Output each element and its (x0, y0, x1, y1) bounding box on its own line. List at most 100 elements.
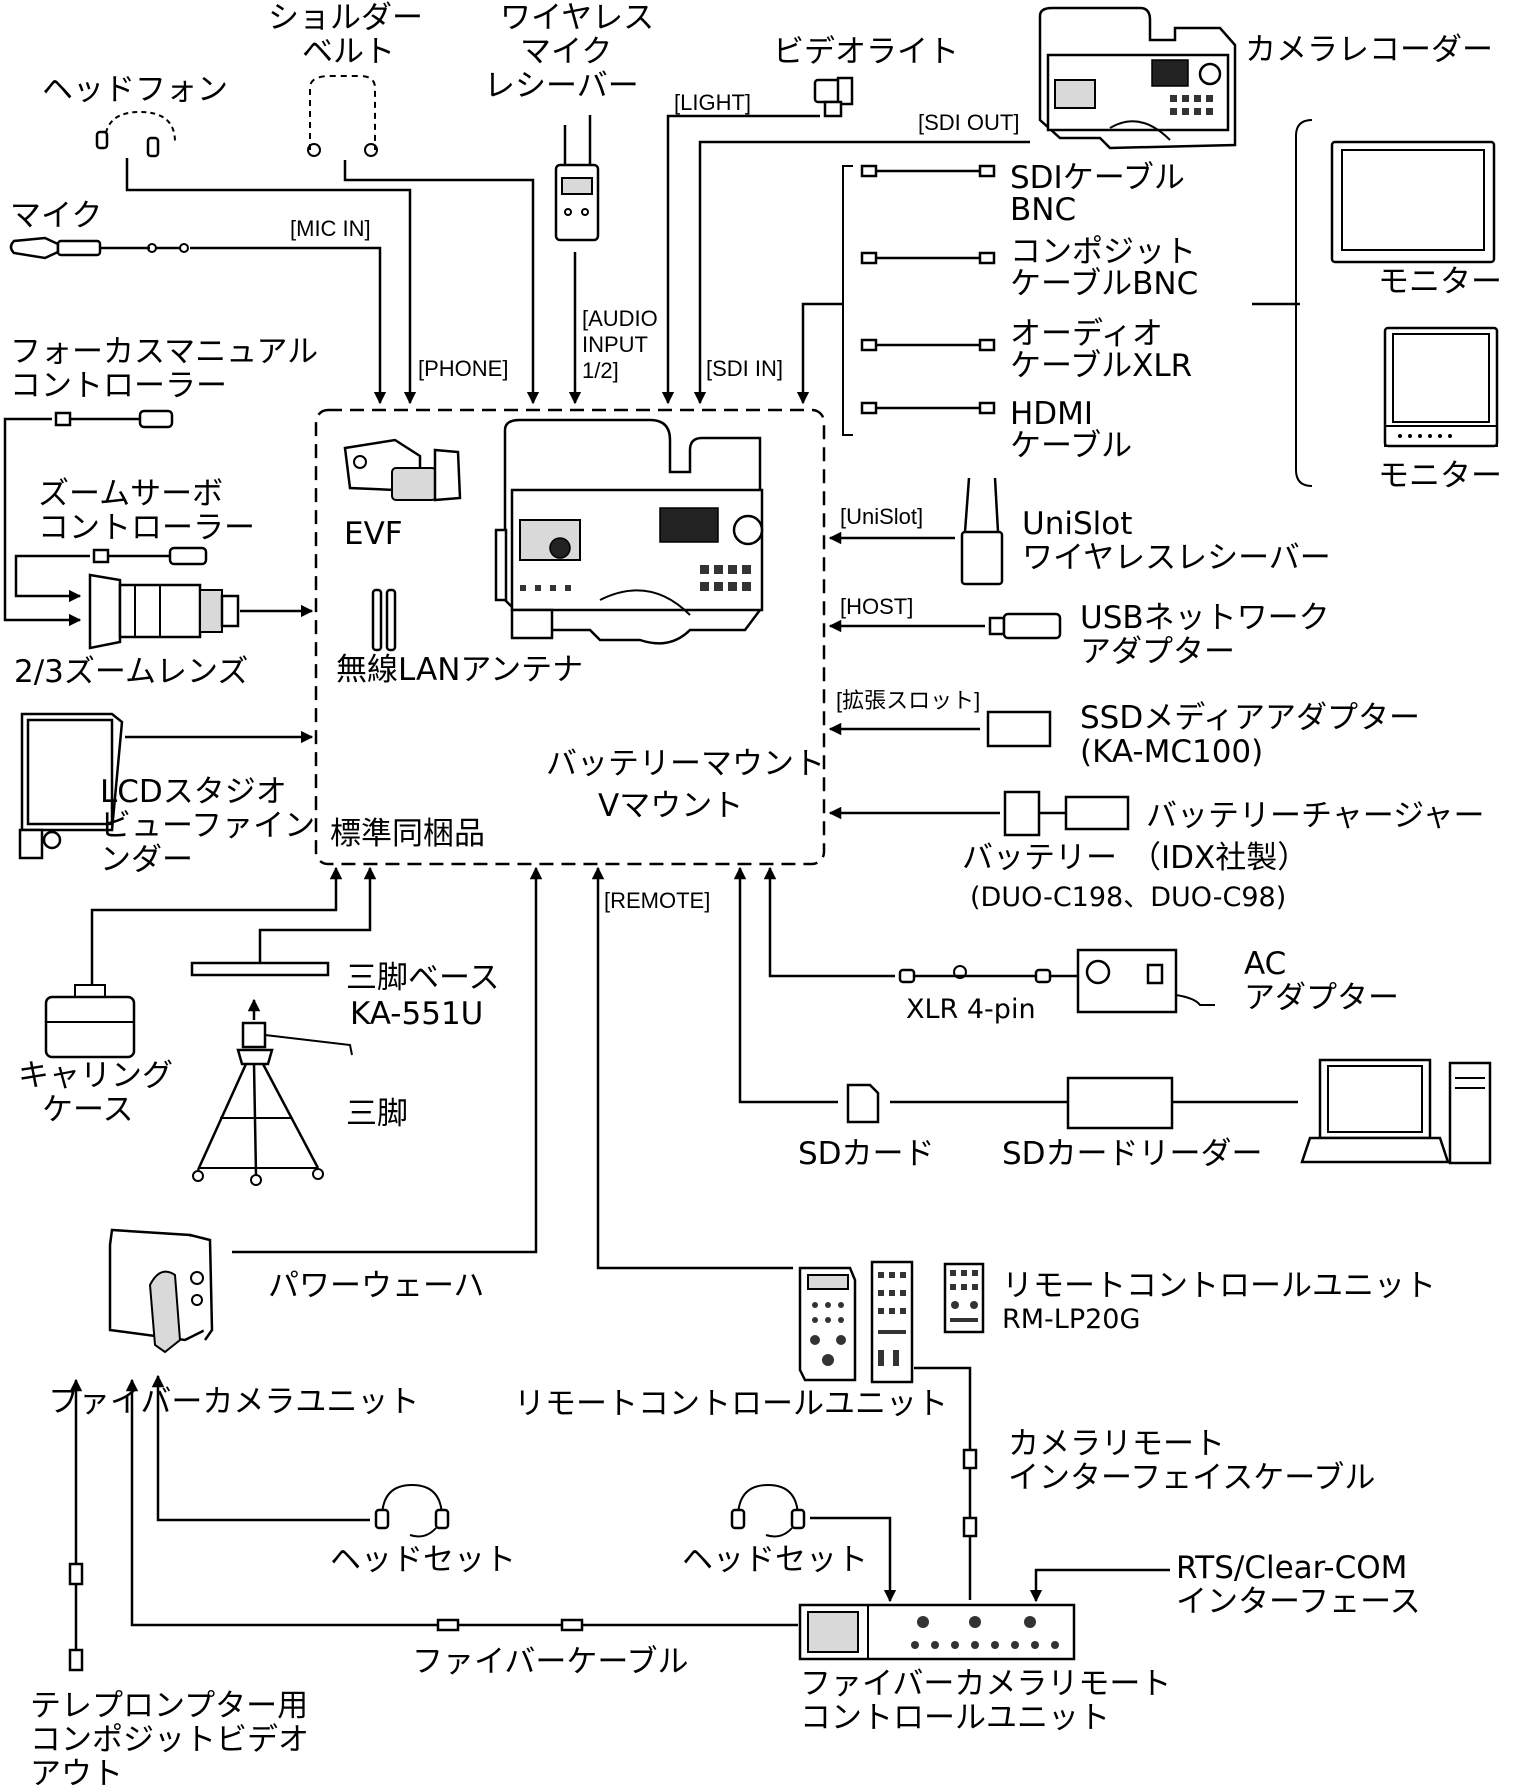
remote-unit-image (798, 1260, 914, 1384)
sd-reader-image (1066, 1076, 1174, 1130)
cables-group (842, 164, 996, 436)
sd-line (733, 866, 838, 1104)
rts-interface-label-1: RTS/Clear-COM (1176, 1550, 1408, 1586)
tripod-base-line (258, 866, 377, 963)
power-wafer-label: パワーウェーハ (268, 1268, 485, 1304)
hdmi-cable-label-2: ケーブル (1010, 428, 1133, 464)
light-line (661, 114, 820, 405)
headset-2-label: ヘッドセット (682, 1542, 868, 1578)
ssd-adapter-label-1: SSDメディアアダプター (1080, 700, 1421, 736)
wireless-mic-receiver-image (554, 115, 600, 242)
headset-2-image (730, 1483, 806, 1538)
ac-adapter-label-2: アダプター (1244, 980, 1399, 1016)
monitor-2-image (1383, 326, 1499, 448)
audio-cable-label-2: ケーブルXLR (1010, 348, 1193, 384)
tripod-image (192, 1021, 353, 1186)
idx-label: （IDX社製） (1130, 840, 1309, 876)
zoom-lens-label: 2/3ズームレンズ (14, 654, 249, 690)
fiber-ccu-label-2: コントロールユニット (800, 1700, 1110, 1736)
wireless-mic-label-2: マイク (520, 34, 613, 70)
audio-input-port-label-3: 1/2] (582, 358, 619, 383)
usb-adapter-image (988, 612, 1062, 640)
audio-input-port-label-1: [AUDIO (582, 306, 658, 331)
fiber-cable-image (125, 1378, 798, 1632)
zoom-lens-image (88, 573, 240, 650)
carrying-case-label-2: ケース (42, 1092, 134, 1128)
focus-line (3, 417, 82, 627)
video-light-image (813, 76, 854, 118)
light-port-label: [LIGHT] (674, 90, 752, 115)
battery-label: バッテリー (962, 840, 1117, 876)
monitor-1-image (1330, 140, 1496, 264)
remote-unit-rm-label-2: RM-LP20G (1002, 1304, 1141, 1335)
remote-unit-rm-label-1: リモートコントロールユニット (1002, 1268, 1436, 1304)
monitor-2-label: モニター (1378, 458, 1502, 494)
lcd-viewfinder-label-3: ンダー (100, 842, 193, 878)
tripod-base-label-2: KA-551U (350, 996, 484, 1032)
case-line (90, 866, 343, 985)
usb-adapter-label-2: アダプター (1080, 634, 1235, 670)
camera-remote-cable-label-1: カメラリモート (1008, 1426, 1225, 1462)
rts-line (1029, 1568, 1170, 1603)
remote-unit-label: リモートコントロールユニット (514, 1386, 948, 1422)
teleprompter-label-1: テレプロンプター用 (30, 1688, 309, 1724)
fiber-camera-unit-label: ファイバーカメラユニット (48, 1384, 420, 1420)
audio-input-port-label-2: INPUT (582, 332, 648, 357)
carrying-case-image (44, 984, 136, 1059)
hdmi-cable-label-1: HDMI (1010, 396, 1094, 432)
camera-recorder-label: カメラレコーダー (1245, 32, 1493, 68)
headphones-image (95, 110, 176, 158)
battery-charger-label: バッテリーチャージャー (1146, 798, 1485, 834)
expansion-slot-port-label: [拡張スロット] (836, 688, 981, 713)
lcd-viewfinder-image (18, 712, 124, 860)
focus-controller-label-2: コントローラー (10, 368, 227, 404)
xlr-cable-image (898, 965, 1078, 984)
camera-body-image (494, 418, 764, 645)
zoom-servo-image (92, 546, 208, 566)
mic-in-port-label: [MIC IN] (290, 216, 371, 241)
host-port-label: [HOST] (840, 594, 914, 619)
phone-cable (125, 158, 417, 405)
video-light-label: ビデオライト (773, 34, 959, 70)
remote-port-label: [REMOTE] (604, 888, 711, 913)
composite-cable-label-1: コンポジット (1010, 234, 1196, 270)
fiber-camera-unit-image (108, 1228, 214, 1354)
teleprompter-label-2: コンポジットビデオ (30, 1722, 309, 1758)
sdi-cable-label-1: SDIケーブル (1010, 160, 1185, 196)
headset-2-line (810, 1516, 897, 1603)
lcd-viewfinder-label-2: ビューファイン (100, 808, 316, 844)
battery-mount-label-1: バッテリーマウント (546, 746, 825, 782)
shoulder-belt-label-2: ベルト (302, 34, 395, 70)
phone-port-label: [PHONE] (418, 356, 509, 381)
camera-system-box (314, 408, 826, 866)
focus-controller-label-1: フォーカスマニュアル (10, 334, 319, 370)
headset-1-label: ヘッドセット (330, 1542, 516, 1578)
unislot-port-label: [UniSlot] (840, 504, 924, 529)
shoulder-belt-image (307, 75, 378, 157)
rts-interface-label-2: インターフェース (1176, 1584, 1421, 1620)
battery-models-label: (DUO-C198、DUO-C98) (970, 882, 1287, 913)
tripod-base-label-1: 三脚ベース (346, 960, 500, 996)
fiber-ccu-image (798, 1603, 1076, 1661)
sd-card-label: SDカード (798, 1136, 935, 1172)
audio-cable-label-1: オーディオ (1010, 316, 1163, 352)
sdi-out-line (693, 140, 1030, 405)
sd-reader-label: SDカードリーダー (1002, 1136, 1263, 1172)
remote-line (591, 866, 793, 1270)
composite-cable-label-2: ケーブルBNC (1010, 266, 1199, 302)
sdi-out-port-label: [SDI OUT] (918, 110, 1020, 135)
battery-mount-label-2: Vマウント (598, 788, 744, 824)
monitor-brace (1295, 119, 1313, 487)
unislot-receiver-image (960, 477, 1004, 586)
unislot-receiver-label-2: ワイヤレスレシーバー (1022, 540, 1331, 576)
camera-remote-cable-image (914, 1366, 978, 1600)
sdi-in-line (796, 302, 843, 405)
wireless-mic-label-3: レシーバー (484, 68, 639, 104)
mic-image (9, 236, 189, 260)
teleprompter-label-3: アウト (30, 1756, 123, 1792)
teleprompter-cable-image (68, 1378, 84, 1672)
lcd-viewfinder-label-1: LCDスタジオ (100, 774, 287, 810)
unislot-receiver-label-1: UniSlot (1022, 506, 1133, 542)
zoom-servo-line (14, 554, 90, 603)
